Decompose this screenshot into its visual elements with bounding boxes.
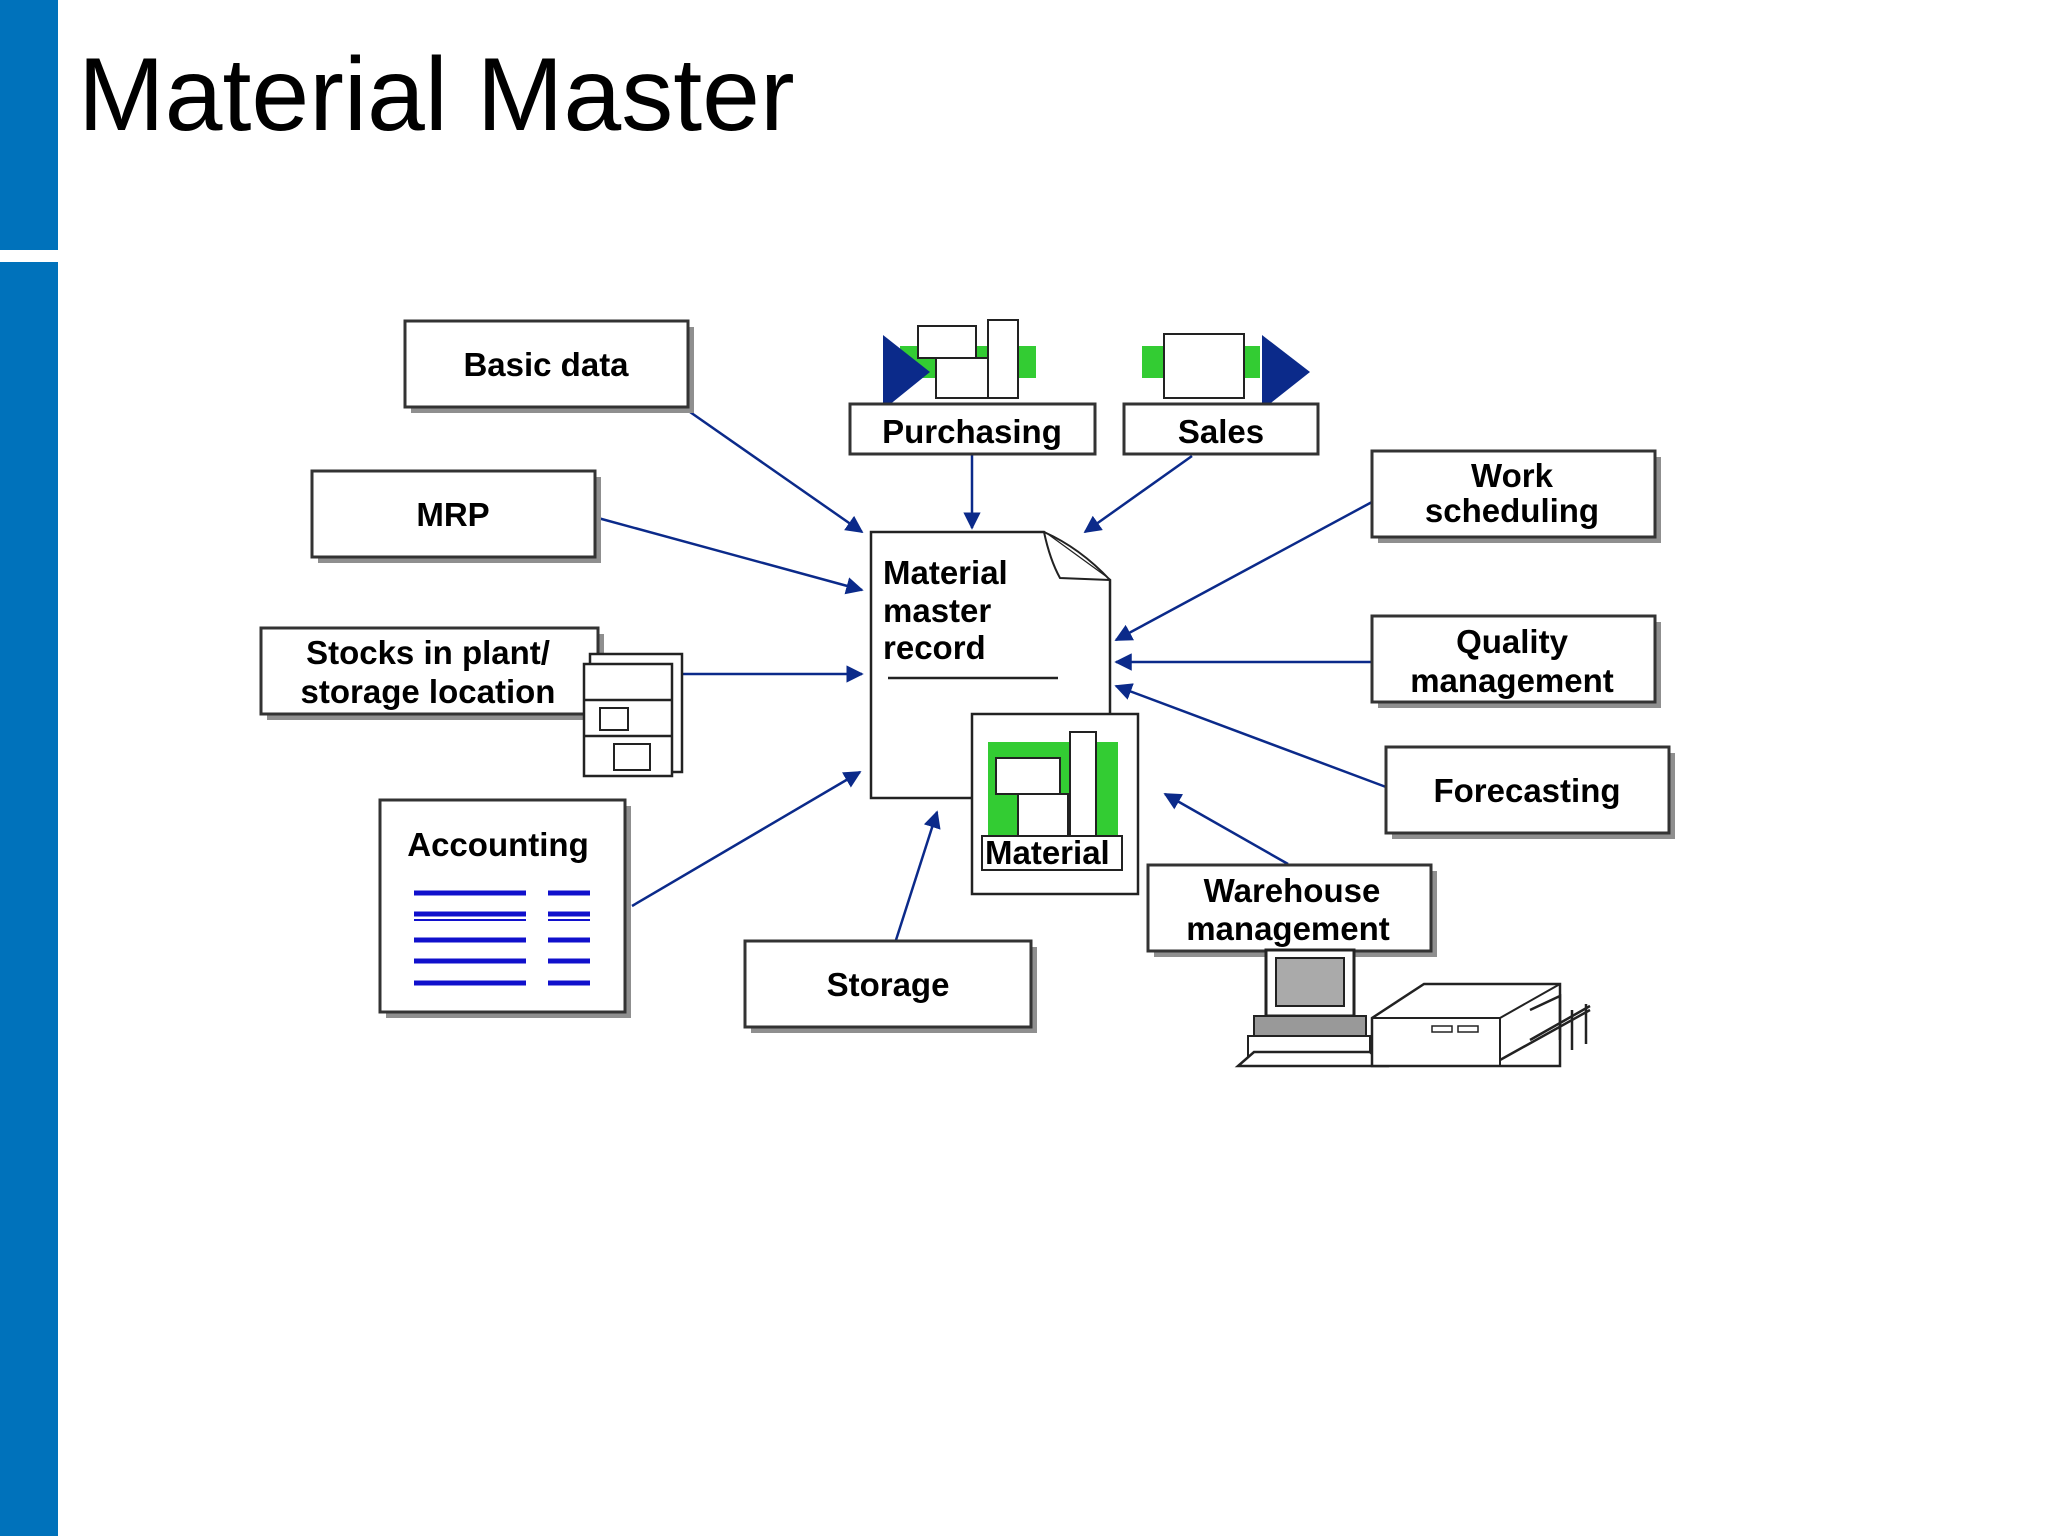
node-basic-data: Basic data — [403, 319, 694, 413]
arrow-mrp — [597, 516, 864, 595]
sidebar-accent-top — [0, 0, 58, 250]
material-card-label: Material — [985, 834, 1110, 871]
node-purchasing-label: Purchasing — [882, 413, 1062, 450]
node-basic-data-label: Basic data — [463, 346, 629, 383]
node-accounting: Accounting — [378, 798, 631, 1018]
sidebar-accent-bottom — [0, 262, 58, 1536]
node-storage: Storage — [743, 939, 1037, 1033]
node-sales-label: Sales — [1178, 413, 1264, 450]
node-work-scheduling: Work scheduling — [1370, 449, 1661, 543]
node-stocks: Stocks in plant/ storage location — [259, 626, 604, 720]
arrow-warehouse — [1163, 792, 1289, 866]
node-quality-management-label-line1: Quality — [1456, 623, 1569, 660]
warehouse-rack-icon — [1370, 982, 1591, 1068]
node-work-scheduling-label-line1: Work — [1471, 457, 1554, 494]
center-label-line1: Material — [883, 554, 1008, 591]
node-mrp-label: MRP — [416, 496, 489, 533]
arrow-forecasting — [1114, 683, 1387, 789]
node-warehouse-label-line2: management — [1186, 910, 1390, 947]
node-warehouse-management: Warehouse management — [1146, 863, 1437, 957]
center-label-line3: record — [883, 629, 986, 666]
node-work-scheduling-label-line2: scheduling — [1425, 492, 1599, 529]
node-forecasting: Forecasting — [1384, 745, 1675, 839]
node-warehouse-label-line1: Warehouse — [1204, 872, 1381, 909]
node-stocks-label-line2: storage location — [301, 673, 556, 710]
node-storage-label: Storage — [827, 966, 950, 1003]
center-label-line2: master — [883, 592, 991, 629]
material-card: Material — [970, 712, 1140, 896]
node-accounting-label: Accounting — [407, 826, 588, 863]
arrow-work-scheduling — [1114, 500, 1373, 642]
sales-flow-icon — [1142, 333, 1310, 410]
node-stocks-label-line1: Stocks in plant/ — [306, 634, 550, 671]
arrow-basic-data — [689, 410, 864, 534]
ledger-lines-icon — [414, 890, 590, 986]
node-purchasing: Purchasing — [848, 319, 1097, 456]
arrow-sales — [1083, 454, 1193, 534]
node-quality-management-label-line2: management — [1410, 662, 1614, 699]
node-sales: Sales — [1122, 333, 1320, 456]
purchasing-flow-icon — [883, 319, 1036, 410]
slide-title: Material Master — [78, 37, 795, 153]
node-forecasting-label: Forecasting — [1433, 772, 1620, 809]
arrow-storage — [894, 810, 941, 941]
computer-icon — [1234, 948, 1390, 1068]
node-quality-management: Quality management — [1370, 614, 1661, 708]
node-mrp: MRP — [310, 469, 601, 563]
arrow-accounting — [631, 770, 862, 908]
shelf-icon — [582, 652, 684, 778]
